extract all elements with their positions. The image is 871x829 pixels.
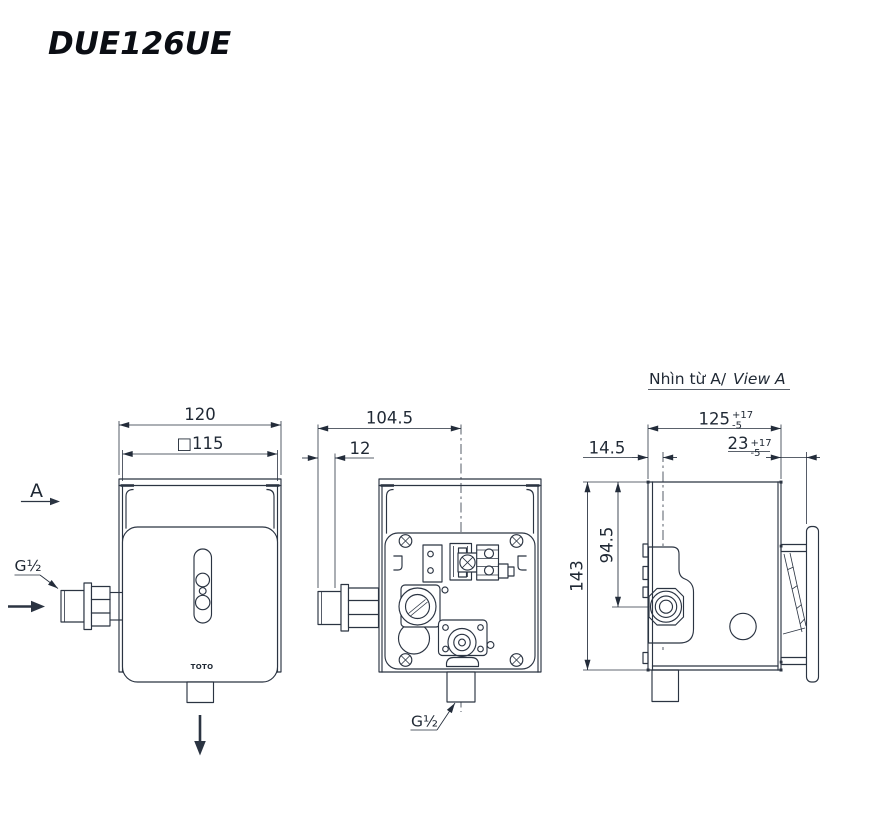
front-cover: TOTO [121,526,279,756]
front-outlet-stub [186,681,215,704]
side-view-heading: Nhìn từ A/ View A [648,370,790,390]
outlet-flow-arrow-icon [194,715,206,756]
dim-thread-protrusion: 12 [350,439,371,458]
inlet-port-outer [649,590,683,623]
corner-screw-icon [398,534,413,548]
back-outlet: G½ [410,671,476,731]
brand-logo: TOTO [191,663,214,671]
outlet-thread-label: G½ [411,713,438,731]
outlet-dome [445,656,480,668]
frame-notch-left [393,555,403,571]
dim-inlet-to-center: 104.5 [366,409,413,428]
inlet-flow-arrow-icon [8,600,45,613]
dim-wall-to-cover-tol-lower: -5 [751,448,761,459]
dim-wall-to-cover: 23 [728,434,749,453]
front-view: 120 □115 A [8,405,282,756]
sensor-lens-bottom [194,594,211,611]
dim-depth: 125 [699,410,731,429]
dim-cover-square: □115 [176,434,223,453]
internal-mechanism [397,542,515,668]
view-a-arrow-icon [50,497,60,506]
dim-width: 120 [184,405,216,424]
corner-screw-icon [509,653,524,667]
dim-top-to-inlet-axis: 94.5 [598,527,617,564]
mount-tab [642,651,649,665]
sensor-lens-middle [198,587,207,595]
corner-screw-icon [509,534,524,548]
cover-plate-side [805,525,820,683]
center-screw-icon [459,554,476,571]
mount-tab [642,543,649,558]
back-inlet-fitting [317,583,380,632]
corner-screw-icon [398,653,413,667]
side-port-circle [729,612,757,641]
side-view: Nhìn từ A/ View A 125 +17 -5 23 +17 [568,370,820,703]
sensor-lens-top [195,572,211,588]
dim-wall-to-cover-tol-upper: +17 [751,438,772,449]
view-a-label: A [30,480,43,502]
product-code-title: DUE126UE [48,26,232,62]
front-inlet-fitting: G½ [8,557,124,631]
inlet-hex-nut [648,587,685,626]
front-dimensions: 120 □115 [118,405,282,481]
dim-inlet-axis-offset: 14.5 [589,439,626,458]
back-view: 104.5 12 [302,409,542,731]
view-direction-arrow: A [20,480,60,506]
dim-height: 143 [568,560,587,592]
side-outlet-stub [651,669,680,703]
cover-bracket [779,525,820,683]
back-outlet-stub [446,671,476,703]
inlet-thread-label: G½ [15,557,42,575]
dim-depth-tol-lower: -5 [732,421,742,432]
sensor-window [193,548,213,624]
view-a-heading-en: View A [733,370,786,388]
dim-depth-tol-upper: +17 [732,410,753,421]
mount-tab [642,586,649,599]
side-body [642,480,783,703]
view-a-heading-vi: Nhìn từ A/ [649,370,727,388]
frame-notch-right [517,555,527,571]
mount-tab [642,565,649,581]
